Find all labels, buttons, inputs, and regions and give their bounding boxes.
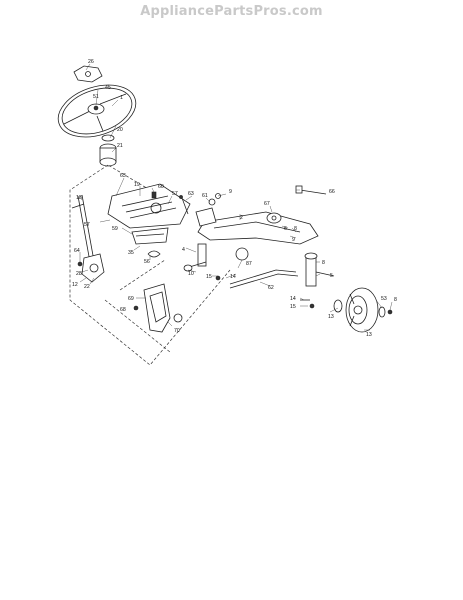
pedal-bracket[interactable]	[143, 283, 183, 333]
hub-cap[interactable]	[333, 299, 343, 313]
front-axle[interactable]	[197, 211, 319, 245]
callout-22: 22	[84, 284, 90, 290]
callout-8c: 8	[394, 297, 397, 303]
steering-sector-plate[interactable]	[107, 183, 191, 229]
callout-labels: 26 45 51 1 20 21 63 19 60 57 63 61 9 18 …	[72, 59, 397, 338]
spindle-bolt-14[interactable]	[300, 299, 315, 309]
steering-shaft[interactable]	[71, 194, 95, 263]
axle-pivot-bolt[interactable]	[295, 185, 327, 195]
wheel-washer[interactable]	[378, 306, 393, 318]
callout-51: 51	[93, 94, 99, 100]
callout-70: 70	[174, 328, 180, 334]
callout-10: 10	[188, 271, 194, 277]
callout-61: 61	[202, 193, 208, 199]
callout-87: 87	[246, 261, 252, 267]
callout-45: 45	[105, 85, 111, 91]
callout-66: 66	[329, 189, 335, 195]
callout-57a: 57	[172, 191, 178, 197]
callout-60: 60	[158, 184, 164, 190]
leader-lines	[79, 63, 393, 331]
callout-12: 12	[72, 282, 78, 288]
spring-clip[interactable]	[147, 250, 161, 258]
callout-20: 20	[117, 127, 123, 133]
callout-53: 53	[381, 296, 387, 302]
callout-13b: 13	[366, 332, 372, 338]
callout-67: 67	[264, 201, 270, 207]
callout-62: 62	[268, 285, 274, 291]
callout-69: 69	[128, 296, 134, 302]
callout-26: 26	[88, 59, 94, 65]
callout-15a: 15	[206, 274, 212, 280]
drag-link[interactable]	[229, 269, 299, 289]
callout-63b: 63	[188, 191, 194, 197]
callout-64: 64	[74, 248, 80, 254]
callout-21: 21	[117, 143, 123, 149]
steering-wheel-cap[interactable]	[73, 65, 103, 83]
assembly-guide-line	[69, 164, 231, 366]
callout-9b: 9	[292, 237, 295, 243]
callout-57b: 57	[84, 222, 90, 228]
callout-68: 68	[120, 307, 126, 313]
spindle-left[interactable]	[183, 243, 221, 281]
callout-19: 19	[134, 182, 140, 188]
bolt-60[interactable]	[151, 191, 157, 199]
spindle-right[interactable]	[304, 252, 335, 287]
steering-gear-segment[interactable]	[131, 227, 169, 245]
callout-2: 2	[240, 215, 243, 221]
callout-9a: 9	[229, 189, 232, 195]
callout-6a: 6	[284, 226, 287, 232]
callout-4: 4	[182, 247, 185, 253]
callout-63a: 63	[120, 173, 126, 179]
callout-59: 59	[112, 226, 118, 232]
callout-14b: 14	[290, 296, 296, 302]
axle-bracket[interactable]	[195, 193, 221, 227]
callout-35: 35	[128, 250, 134, 256]
callout-14a: 14	[230, 274, 236, 280]
callout-8b: 8	[322, 260, 325, 266]
callout-5: 5	[330, 273, 333, 279]
site-watermark-header: AppliancePartsPros.com	[140, 4, 323, 19]
callout-1: 1	[120, 95, 123, 101]
steering-wheel[interactable]	[52, 76, 143, 146]
assembly-guide-line-2	[104, 259, 171, 353]
callout-56: 56	[144, 259, 150, 265]
bolt-63[interactable]	[179, 195, 189, 215]
callout-18: 18	[76, 195, 82, 201]
callout-13a: 13	[328, 314, 334, 320]
callout-28: 28	[76, 271, 82, 277]
steering-wheel-adapter[interactable]	[99, 134, 117, 167]
callout-15b: 15	[290, 304, 296, 310]
front-wheel[interactable]	[345, 287, 379, 333]
washer-87[interactable]	[235, 247, 249, 261]
callout-8a: 8	[294, 226, 297, 232]
steering-shaft-lower-bracket[interactable]	[77, 253, 105, 283]
